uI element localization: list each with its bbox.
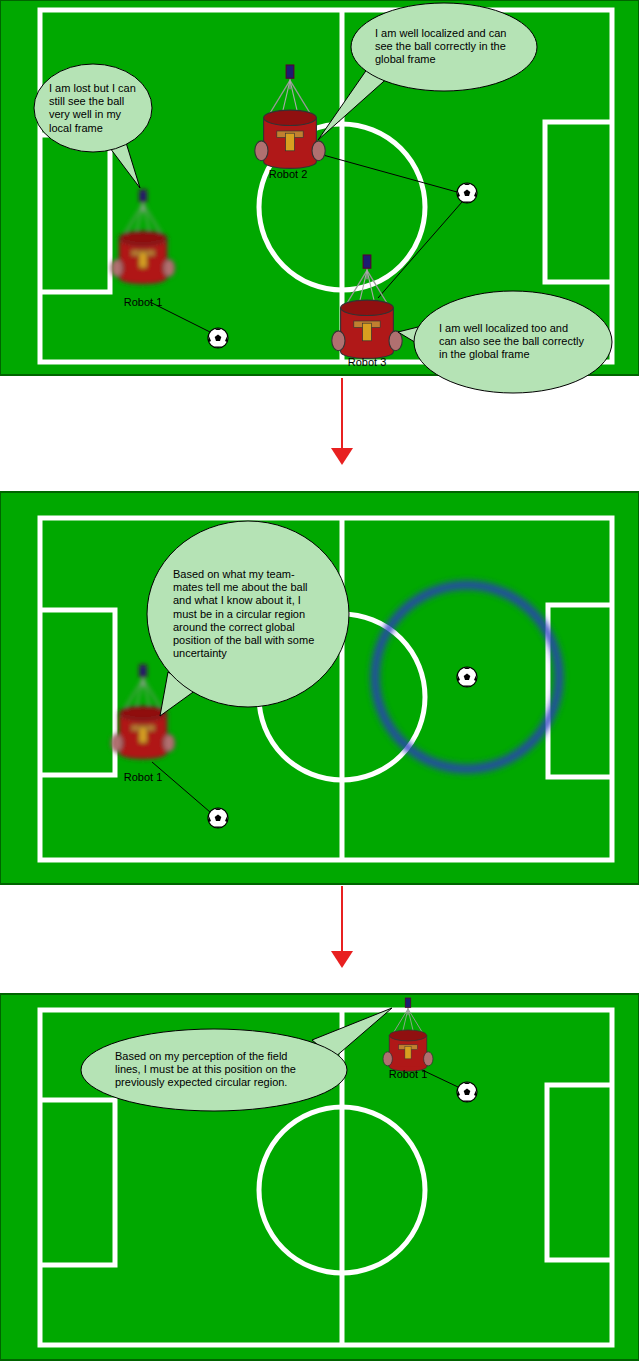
bubble-ellipse xyxy=(81,1029,347,1111)
bubble-text-wrap: I am lost but I can still see the ball v… xyxy=(49,82,138,135)
bubble-text-wrap: I am well localized too and can also see… xyxy=(439,322,587,362)
robot-blurred xyxy=(111,190,175,284)
bubble-ellipse xyxy=(147,521,349,707)
robot-label: Robot 1 xyxy=(389,1068,428,1080)
bubble-text-wrap: Based on my perception of the field line… xyxy=(115,1050,313,1090)
bubble-text: Based on what my team-mates tell me abou… xyxy=(173,568,324,660)
speech-bubble: Based on my perception of the field line… xyxy=(80,1028,348,1112)
ball xyxy=(457,667,477,687)
soccer-field xyxy=(0,492,639,884)
flow-arrow xyxy=(331,378,353,465)
speech-bubble: I am lost but I can still see the ball v… xyxy=(33,63,153,153)
bubble-text: I am well localized and can see the ball… xyxy=(375,27,514,67)
bubble-ellipse xyxy=(414,291,612,393)
uncertainty-ring xyxy=(375,585,559,769)
robot-label: Robot 1 xyxy=(124,296,163,308)
bubble-tail xyxy=(104,62,438,1058)
ball xyxy=(457,1082,477,1102)
flow-arrow xyxy=(331,886,353,968)
robot-label: Robot 1 xyxy=(124,771,163,783)
ball xyxy=(208,808,228,828)
robot xyxy=(255,65,325,168)
ball xyxy=(208,328,228,348)
speech-bubble: I am well localized and can see the ball… xyxy=(350,2,538,92)
sight-line xyxy=(152,762,210,812)
robot xyxy=(332,255,402,358)
ball xyxy=(457,183,477,203)
bubble-ellipse xyxy=(34,64,152,152)
bubble-outline xyxy=(33,63,153,153)
bubble-text: I am lost but I can still see the ball v… xyxy=(49,82,138,135)
sight-line xyxy=(150,150,462,332)
robot-label: Robot 3 xyxy=(348,356,387,368)
bubble-text-wrap: Based on what my team-mates tell me abou… xyxy=(173,568,324,660)
bubble-ellipse xyxy=(351,3,537,91)
speech-bubble: I am well localized too and can also see… xyxy=(413,290,613,394)
bubble-text: I am well localized too and can also see… xyxy=(439,322,587,362)
bubble-text-wrap: I am well localized and can see the ball… xyxy=(375,27,514,67)
soccer-field xyxy=(0,994,639,1360)
bubble-text: Based on my perception of the field line… xyxy=(115,1050,313,1090)
robot-label: Robot 2 xyxy=(269,168,308,180)
speech-bubble: Based on what my team-mates tell me abou… xyxy=(146,520,350,708)
